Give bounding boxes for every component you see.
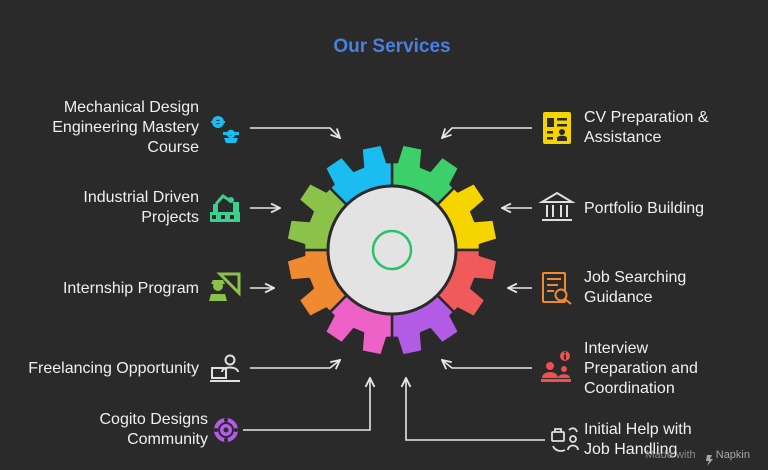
robot-arm-factory-icon xyxy=(210,194,240,222)
arrow-interview xyxy=(442,360,532,368)
page-title: Our Services xyxy=(333,36,451,57)
interview-people-icon xyxy=(541,351,571,382)
arrow-mechanical xyxy=(250,127,340,138)
document-search-icon xyxy=(542,272,572,305)
connector-arrows xyxy=(243,127,545,441)
label-internship: Internship Program xyxy=(62,280,199,297)
laptop-user-icon xyxy=(210,354,240,382)
arrow-cv xyxy=(442,127,532,138)
arrow-freelancing xyxy=(250,360,340,368)
community-circle-icon xyxy=(214,418,238,442)
watermark-prefix: Made with xyxy=(645,449,696,461)
label-cv: CV Preparation &Assistance xyxy=(584,109,709,146)
gear-wrench-icon xyxy=(211,116,239,143)
arrow-community xyxy=(243,378,370,431)
resume-document-icon xyxy=(543,112,571,144)
worker-triangle-ruler-icon xyxy=(209,272,241,301)
institution-building-icon xyxy=(538,191,576,221)
gear-hub xyxy=(326,184,458,316)
label-freelancing: Freelancing Opportunity xyxy=(28,360,199,377)
briefcase-handover-icon xyxy=(551,427,579,452)
napkin-logo-icon xyxy=(706,455,713,466)
watermark: Made with Napkin xyxy=(645,449,750,461)
arrow-job-help xyxy=(406,378,545,441)
watermark-brand: Napkin xyxy=(715,449,750,461)
label-portfolio: Portfolio Building xyxy=(584,200,705,217)
gear-center-ring xyxy=(371,229,413,271)
